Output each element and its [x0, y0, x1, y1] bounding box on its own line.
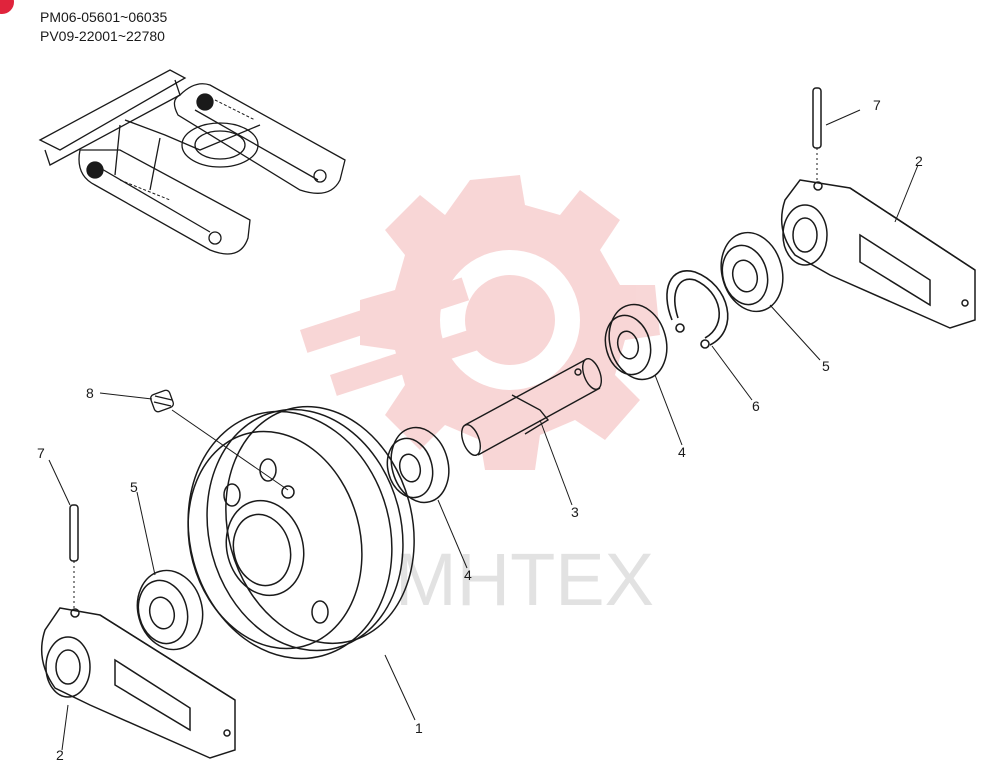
bracket-right: [780, 179, 976, 329]
pin-left: [69, 504, 79, 608]
serial-number-block: PM06-05601~06035 PV09-22001~22780: [40, 8, 167, 46]
callout-shaft: 3: [571, 504, 579, 520]
plug: [150, 389, 289, 491]
bracket-left: [40, 607, 236, 759]
callout-bearing-left: 4: [464, 567, 472, 583]
idler-wheel: [187, 405, 415, 660]
shaft: [461, 358, 602, 456]
callout-pin-right: 7: [873, 97, 881, 113]
pin-right: [812, 87, 822, 182]
callout-snap-ring: 6: [752, 398, 760, 414]
callout-bracket-right: 2: [915, 153, 923, 169]
bearing-right: [604, 303, 668, 381]
callout-collar-left: 5: [130, 479, 138, 495]
bearing-left: [386, 426, 450, 504]
callout-pin-left: 7: [37, 445, 45, 461]
collar-right: [720, 231, 784, 313]
leader-lines: [48, 109, 919, 751]
callout-idler: 1: [415, 720, 423, 736]
snap-ring: [666, 270, 729, 349]
callout-plug: 8: [86, 385, 94, 401]
callout-bearing-right: 4: [678, 444, 686, 460]
watermark-text: MHTEX: [395, 538, 654, 621]
serial-line: PM06-05601~06035: [40, 9, 168, 25]
collar-left: [136, 569, 204, 651]
callout-collar-right: 5: [822, 358, 830, 374]
excavator-overview-icon: [38, 69, 346, 255]
serial-line: PV09-22001~22780: [40, 28, 165, 44]
watermark-gear-logo: [300, 175, 660, 470]
callout-bracket-left: 2: [56, 747, 64, 763]
